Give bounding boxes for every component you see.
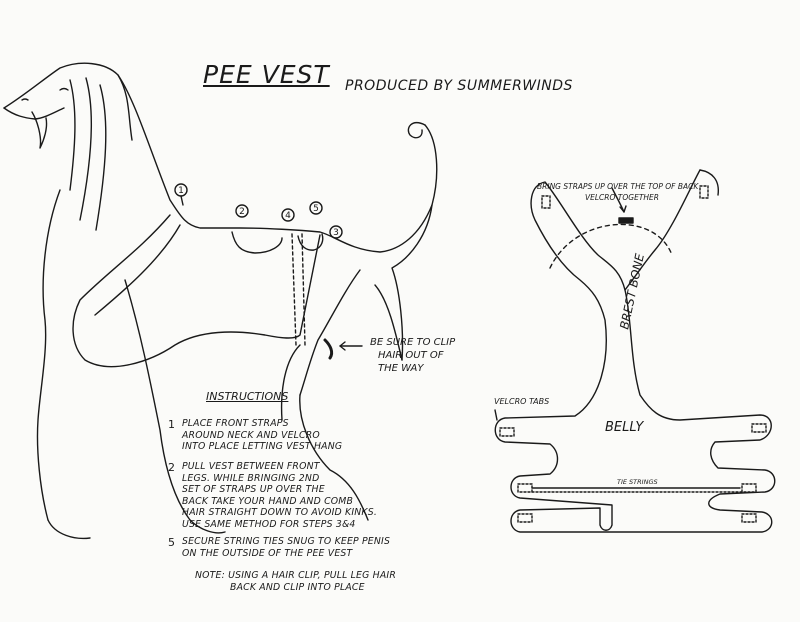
marker-2: 2 — [239, 207, 245, 217]
belly-label: Belly — [605, 420, 644, 435]
byline: Produced by Summerwinds — [345, 78, 573, 94]
step-2-line: Use same method for steps 3&4 — [182, 518, 356, 530]
step-5-number: 5 — [168, 536, 175, 549]
vest-pattern — [494, 169, 776, 533]
marker-circles — [174, 183, 343, 239]
step-2-line: set of straps up over the — [182, 484, 325, 495]
callout-line-3: the way — [378, 363, 424, 374]
step-1-line: around neck and velcro — [182, 429, 320, 441]
velcro-tabs-label: Velcro Tabs — [494, 397, 550, 406]
step-1-line: into place letting vest hang — [182, 441, 343, 452]
step-5-line: on the outside of the pee vest — [182, 547, 353, 559]
step-1-number: 1 — [168, 418, 175, 431]
step-2-line: legs. While bringing 2nd — [182, 472, 320, 484]
step-ref-4: 4 — [349, 518, 356, 530]
note-line: Note: Using a hair clip, pull leg hair — [195, 570, 397, 581]
step-1-line: Place front straps — [182, 418, 289, 429]
step-2-line: hair straight down to avoid kinks. — [182, 507, 377, 518]
marker-4: 4 — [285, 211, 291, 221]
marker-5: 5 — [313, 204, 319, 214]
pattern-top-note-2: velcro together — [585, 193, 659, 202]
callout-line-1: Be sure to clip — [370, 337, 456, 348]
vest — [72, 214, 334, 368]
callout-line-2: hair out of — [378, 350, 444, 361]
step-2-line: back take your hand and comb — [182, 495, 354, 507]
marker-1: 1 — [178, 186, 184, 196]
marker-3: 3 — [333, 228, 339, 238]
dog-head — [3, 62, 133, 231]
page-title: Pee Vest — [203, 60, 330, 89]
step-ref-3: 3 — [335, 518, 342, 530]
step-2-line: Pull vest between front — [182, 461, 320, 472]
step-2-number: 2 — [168, 461, 175, 474]
tie-strings-label: Tie Strings — [617, 478, 658, 486]
step-5-line: Secure string ties snug to keep penis — [182, 536, 391, 547]
pattern-top-note-1: Bring straps up over the top of back — [537, 182, 699, 191]
instructions-heading: Instructions — [206, 390, 289, 403]
dog-body — [36, 74, 438, 540]
note-line: back and clip into place — [230, 581, 365, 593]
breast-bone-label: Brest Bone — [617, 252, 647, 331]
